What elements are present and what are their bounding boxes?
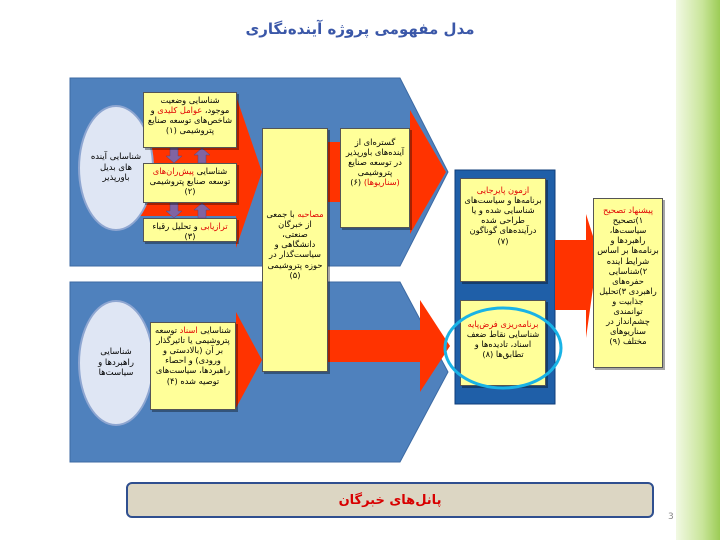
box6-text1: گستره‌ای از آینده‌های باورپذیر در توسعه … (345, 137, 405, 178)
box1-text1: شناسایی وضعیت موجود، (160, 95, 230, 116)
ellipse-top-label: شناسایی آینده های بدیل باورپذیر (90, 152, 142, 184)
box-correction-proposal: پیشنهاد تصحیح ۱)تصحیح سیاست‌ها، راهبردها… (593, 198, 663, 368)
box4-text1: شناسایی (200, 325, 231, 335)
decorative-green-strip (676, 0, 720, 540)
box7-text2: برنامه‌ها و سیاست‌های شناسایی شده و یا ط… (464, 195, 542, 246)
box9-text2: ۱)تصحیح سیاست‌ها، راهبردها و برنامه‌ها ب… (597, 215, 659, 347)
arrow-bottom-right (300, 300, 450, 392)
box-expert-interview: مصاحبه با جمعی از خبرگان صنعتی، دانشگاهی… (262, 128, 328, 372)
box5-text2: با جمعی از خبرگان صنعتی، دانشگاهی و سیاس… (266, 209, 323, 280)
box5-red: مصاحبه (297, 209, 324, 219)
page-number: 3 (668, 512, 674, 522)
ellipse-alternative-futures: شناسایی آینده های بدیل باورپذیر (78, 105, 154, 231)
box3-red: ترازیابی (200, 221, 228, 231)
box2-text2: توسعه صنایع پتروشیمی (۲) (149, 176, 231, 197)
box4-text2: توسعه پتروشیمی یا تاثیرگذار بر آن (بالاد… (155, 325, 231, 386)
arrow-up-b3-b2 (193, 202, 211, 219)
box1-text2: و شاخص‌های توسعه صنایع پتروشیمی (۱) (147, 105, 233, 136)
arrow-up-b2-b1 (193, 147, 211, 164)
box4-red: اسناد (179, 325, 198, 335)
box-drivers: شناسایی پیش‌ران‌های توسعه صنایع پتروشیمی… (143, 163, 237, 203)
box9-red: پیشنهاد تصحیح (602, 205, 654, 215)
box6-text2: (۶) (350, 177, 362, 188)
arrow-down-b1-b2 (165, 147, 183, 164)
expert-panels-bar: پانل‌های خبرگان (126, 482, 654, 518)
box2-text1: شناسایی (196, 166, 228, 176)
expert-panels-label: پانل‌های خبرگان (338, 492, 442, 508)
ellipse-strategies: شناسایی راهبردها و سیاست‌ها (78, 300, 154, 426)
box-benchmarking: ترازیابی و تحلیل رقباء (۳) (143, 218, 237, 242)
box3-text2: و تحلیل رقباء (۳) (152, 221, 198, 242)
box8-red: برنامه‌ریزی فرض‌پایه (467, 319, 539, 329)
box1-red: عوامل کلیدی (157, 105, 203, 116)
box8-text2: شناسایی نقاط ضعف اسناد، تادیده‌ها و تطاب… (466, 329, 540, 360)
box-current-status: شناسایی وضعیت موجود، عوامل کلیدی و شاخص‌… (143, 92, 237, 148)
box6-red: (سناریوها) (363, 177, 400, 188)
box-robustness-test: ازمون پایرجایی برنامه‌ها و سیاست‌های شنا… (460, 178, 546, 282)
arrow-to-box9 (555, 214, 598, 338)
box2-red: پیش‌ران‌های (152, 166, 194, 176)
box-scenarios: گستره‌ای از آینده‌های باورپذیر در توسعه … (340, 128, 410, 228)
ellipse-bottom-label: شناسایی راهبردها و سیاست‌ها (98, 347, 134, 379)
arrow-down-b2-b3 (165, 202, 183, 219)
highlight-ring (443, 306, 563, 390)
box7-red: ازمون پایرجایی (476, 185, 530, 195)
slide-title: مدل مفهومی پروژه آینده‌نگاری (245, 20, 475, 38)
box-documents: شناسایی اسناد توسعه پتروشیمی یا تاثیرگذا… (150, 322, 236, 410)
